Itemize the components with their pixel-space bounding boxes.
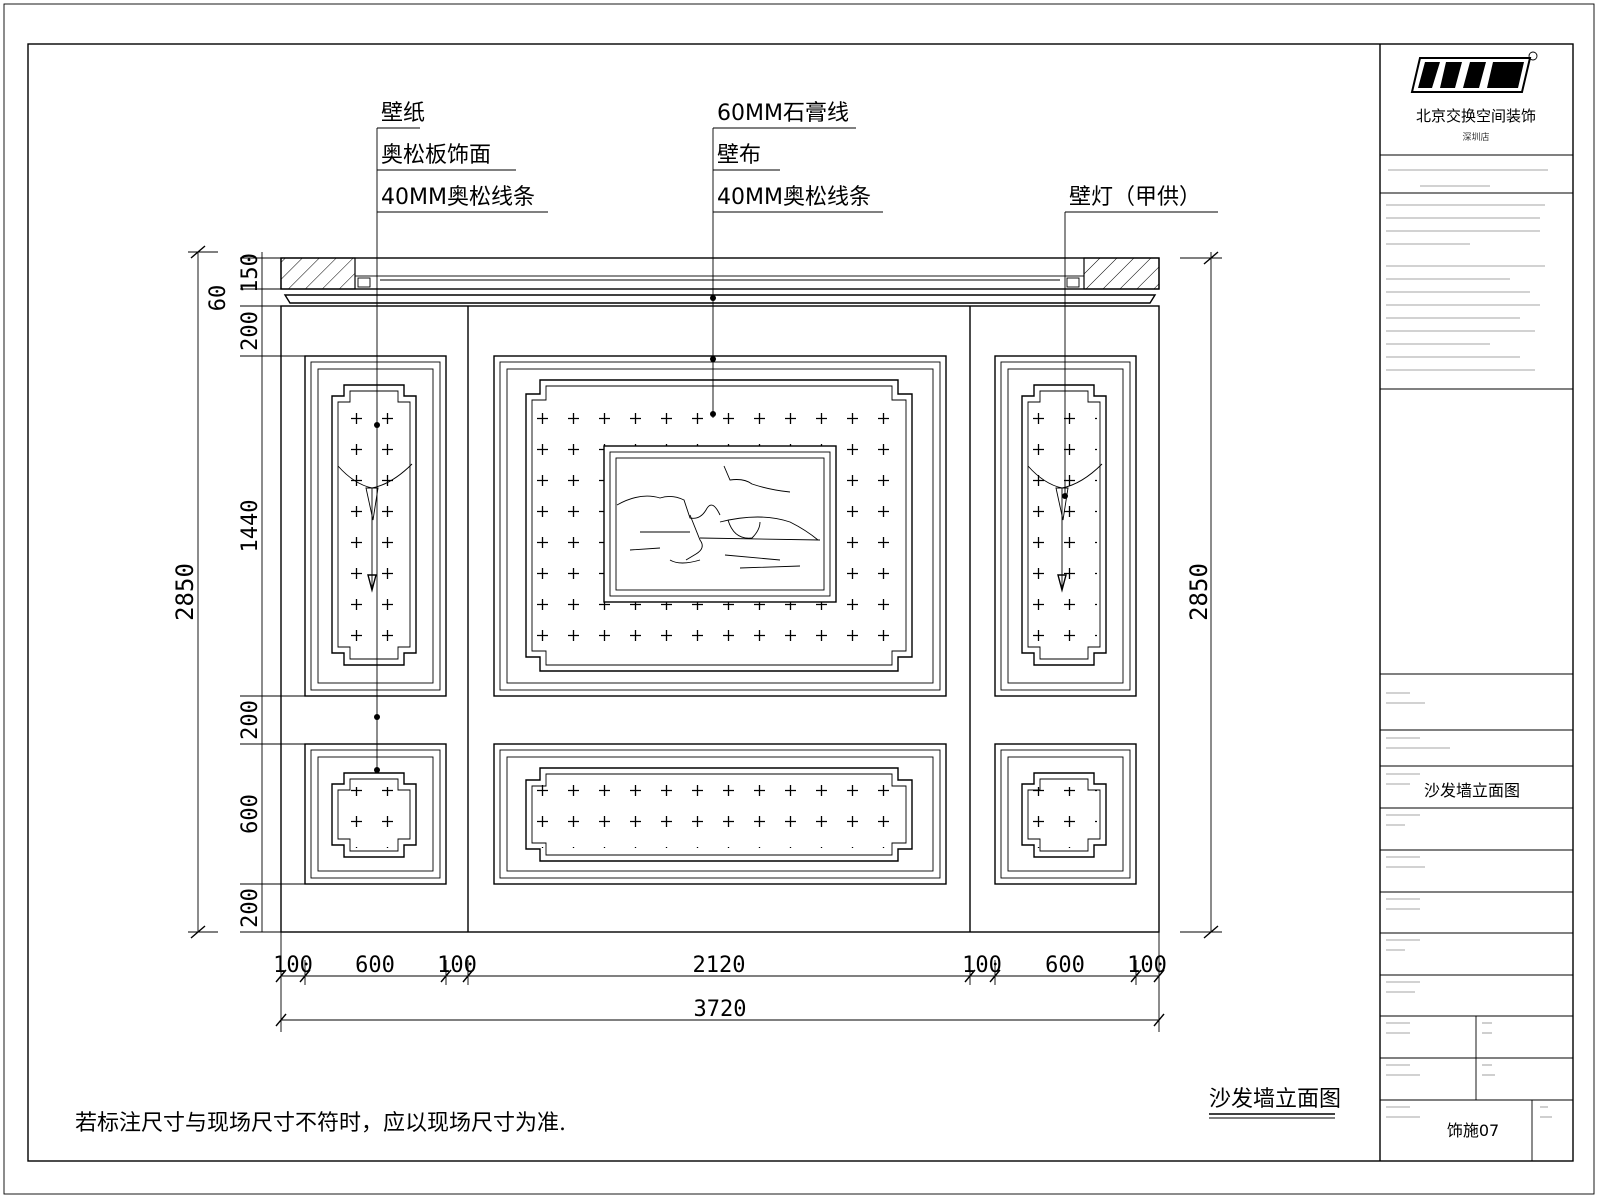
wall-lamp-left [337,463,413,593]
right-upper-panel [994,355,1137,697]
sofa-wall [280,305,1160,933]
company-branch: 深圳店 [1462,131,1489,143]
company-name: 北京交换空间装饰 [1416,107,1536,125]
left-dimension-lines [188,245,305,939]
sheet-number: 饰施07 [1447,1121,1499,1140]
wall-lamp-right [1027,463,1103,593]
dim-h-100-d: 100 [1127,953,1167,978]
dim-overall-width: 3720 [694,997,747,1022]
dim-h-600-left: 600 [355,953,395,978]
title-block-sheet-title: 沙发墙立面图 [1424,781,1520,800]
framed-landscape-painting [603,445,837,603]
dim-h-100-a: 100 [273,953,313,978]
annotation-wallpaper: 壁纸 [381,101,425,126]
left-lower-panel [304,743,447,885]
annotation-pine-board-finish: 奥松板饰面 [381,143,491,168]
dim-200-bottom: 200 [238,888,263,928]
dim-1440: 1440 [238,500,263,553]
right-lower-panel [994,743,1137,885]
dim-h-100-c: 100 [962,953,1002,978]
dim-200-top: 200 [238,311,263,351]
dim-600-vertical: 600 [238,794,263,834]
right-dimension-line [1180,251,1222,939]
annotation-wall-lamp: 壁灯（甲供） [1069,185,1201,210]
drawing-caption: 沙发墙立面图 [1209,1087,1341,1112]
annotation-gypsum-molding: 60MM石膏线 [717,101,849,126]
title-block: 北京交换空间装饰 深圳店 沙发墙立面图 饰施07 [1379,44,1573,1161]
dim-h-2120: 2120 [693,953,746,978]
dim-h-600-right: 600 [1045,953,1085,978]
bottom-dimension-lines [275,932,1165,1032]
annotation-pine-trim-center: 40MM奥松线条 [717,185,871,210]
dim-150: 150 [238,253,263,293]
dim-200-mid: 200 [238,700,263,740]
annotation-wall-fabric: 壁布 [717,143,761,168]
company-logo [1410,51,1538,93]
annotation-pine-trim-left: 40MM奥松线条 [381,185,535,210]
dim-overall-height-right: 2850 [1185,563,1213,621]
leader-lines [374,127,1218,773]
sheet-frame [27,43,1574,1162]
left-upper-panel [304,355,447,697]
center-lower-panel [493,743,947,885]
sheet-outer-border [3,3,1595,1195]
dimension-note: 若标注尺寸与现场尺寸不符时，应以现场尺寸为准. [75,1111,566,1136]
dim-h-100-b: 100 [437,953,477,978]
ceiling-section [280,257,1160,307]
dim-overall-height-left: 2850 [171,563,199,621]
dim-60: 60 [206,285,231,312]
